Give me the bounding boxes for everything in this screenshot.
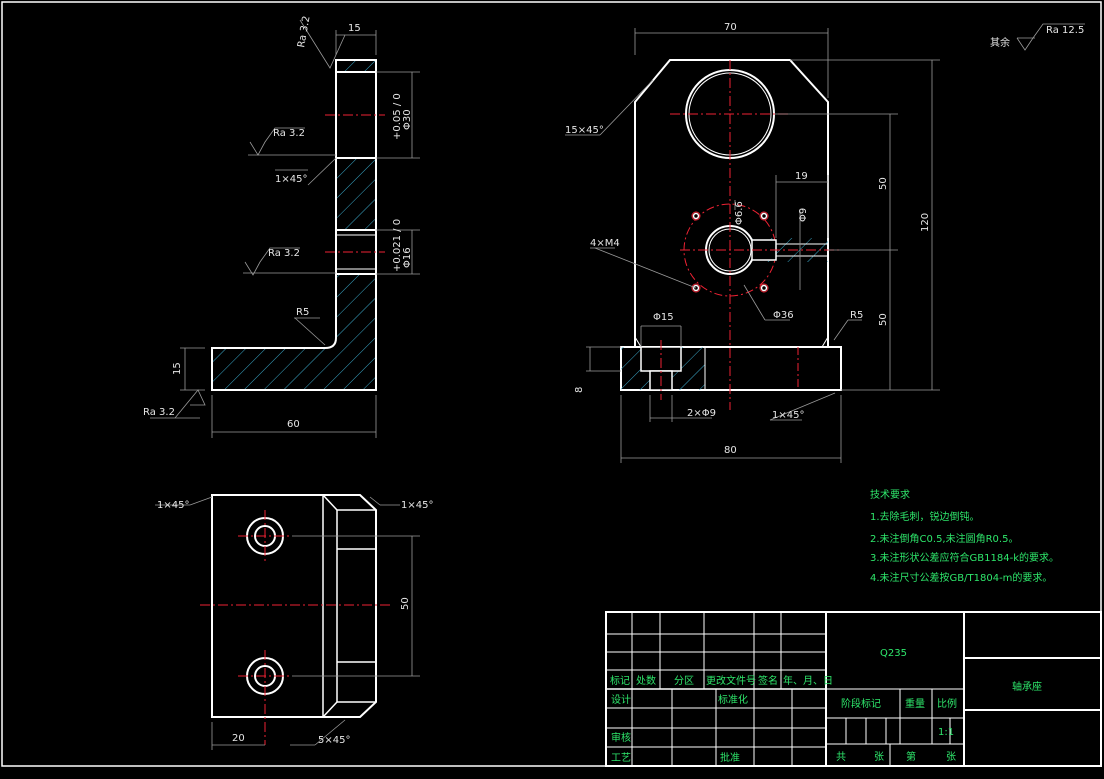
front-dim-8: 8 [574,387,585,393]
tb-header-change-doc: 更改文件号 [706,674,756,687]
tb-header-mark: 标记 [610,675,630,687]
tb-title: 轴承座 [1012,680,1042,693]
front-dim-4xm4: 4×M4 [590,238,620,249]
side-hatch-top [336,60,376,72]
side-ra-4: Ra 3.2 [143,407,175,418]
front-dim-120: 120 [920,213,931,232]
front-dim-15x45: 15×45° [565,125,604,136]
front-dim-d15: Φ15 [653,312,674,323]
front-dim-1x45: 1×45° [772,410,804,421]
side-dim-60: 60 [287,419,300,430]
tb-review: 审核 [611,731,631,744]
front-dim-r5: R5 [850,310,863,321]
tb-standardize: 标准化 [718,693,748,706]
tb-header-count: 处数 [636,674,656,687]
roughness-other-prefix: 其余 [990,36,1010,49]
top-dim-5x45: 5×45° [318,735,350,746]
side-outline [211,59,377,391]
side-dim-15-left: 15 [172,362,183,375]
tech-req-item-4: 4.未注尺寸公差按GB/T1804-m的要求。 [870,571,1052,584]
tech-req-item-3: 3.未注形状公差应符合GB1184-k的要求。 [870,551,1059,564]
tb-approve: 批准 [720,751,740,764]
tb-sheets-unit: 张 [874,751,884,763]
side-hatch-upper [336,158,376,230]
side-dim-tol1: +0.05 / 0 [392,93,403,140]
side-dim-tol2: +0.021 / 0 [392,219,403,272]
front-dim-80: 80 [724,445,737,456]
front-dim-d66: Φ6.6 [734,201,745,225]
tb-design: 设计 [611,693,631,706]
front-dim-70: 70 [724,22,737,33]
tb-header-zone: 分区 [674,675,694,687]
side-dim-r5: R5 [296,307,309,318]
side-ra-1: Ra 3.2 [296,15,312,48]
tb-weight: 重量 [905,697,925,710]
front-dim-2xd9: 2×Φ9 [687,408,716,419]
tech-req-item-2: 2.未注倒角C0.5,未注圆角R0.5。 [870,532,1018,545]
side-dim-d16: Φ16 [402,247,413,268]
roughness-other-value: Ra 12.5 [1046,25,1084,36]
tb-sheets-total: 共 [836,751,846,763]
front-outline [620,59,842,391]
top-dim-1x45-right: 1×45° [401,500,433,511]
top-dim-20: 20 [232,733,245,744]
front-view: 70 15×45° 19 50 120 Φ6.6 Φ9 4×M4 Φ36 50 … [565,22,1085,463]
side-dim-15-top: 15 [348,23,361,34]
side-dim-d30: Φ30 [402,109,413,130]
tech-requirements: 技术要求 1.去除毛刺，锐边倒钝。 2.未注倒角C0.5,未注圆角R0.5。 3… [870,488,1059,584]
front-dim-d36: Φ36 [773,310,794,321]
tb-scale-label: 比例 [937,697,957,710]
side-hatch-lower [212,274,376,390]
top-outline [211,494,377,718]
side-dim-chamfer: 1×45° [275,174,307,185]
tb-material: Q235 [880,648,907,659]
title-block [605,611,1102,767]
tb-sheet-unit: 张 [946,751,956,763]
side-ra-2: Ra 3.2 [273,128,305,139]
front-dim-50-bottom: 50 [878,313,889,326]
tb-process: 工艺 [611,752,631,764]
side-ra-3: Ra 3.2 [268,248,300,259]
side-view: Ra 3.2 Ra 3.2 Ra 3.2 Ra 3.2 15 Φ30 +0.05… [143,15,420,438]
tb-stage-mark: 阶段标记 [841,697,881,710]
tech-req-heading: 技术要求 [870,488,910,501]
tb-sheet-no: 第 [906,750,916,763]
tb-header-date: 年、月、日 [783,674,833,687]
front-dim-19: 19 [795,171,808,182]
tb-header-sign: 签名 [758,674,778,687]
front-dim-d9: Φ9 [798,208,809,222]
top-dim-50: 50 [400,597,411,610]
title-block-text: 标记 处数 分区 更改文件号 签名 年、月、日 设计 标准化 审核 工艺 批准 … [610,648,1042,764]
front-dim-50-top: 50 [878,177,889,190]
top-dim-1x45-left: 1×45° [157,500,189,511]
tech-req-item-1: 1.去除毛刺，锐边倒钝。 [870,510,980,523]
top-view: 1×45° 1×45° 50 20 5×45° [155,494,433,750]
tb-scale-value: 1:1 [938,727,954,738]
